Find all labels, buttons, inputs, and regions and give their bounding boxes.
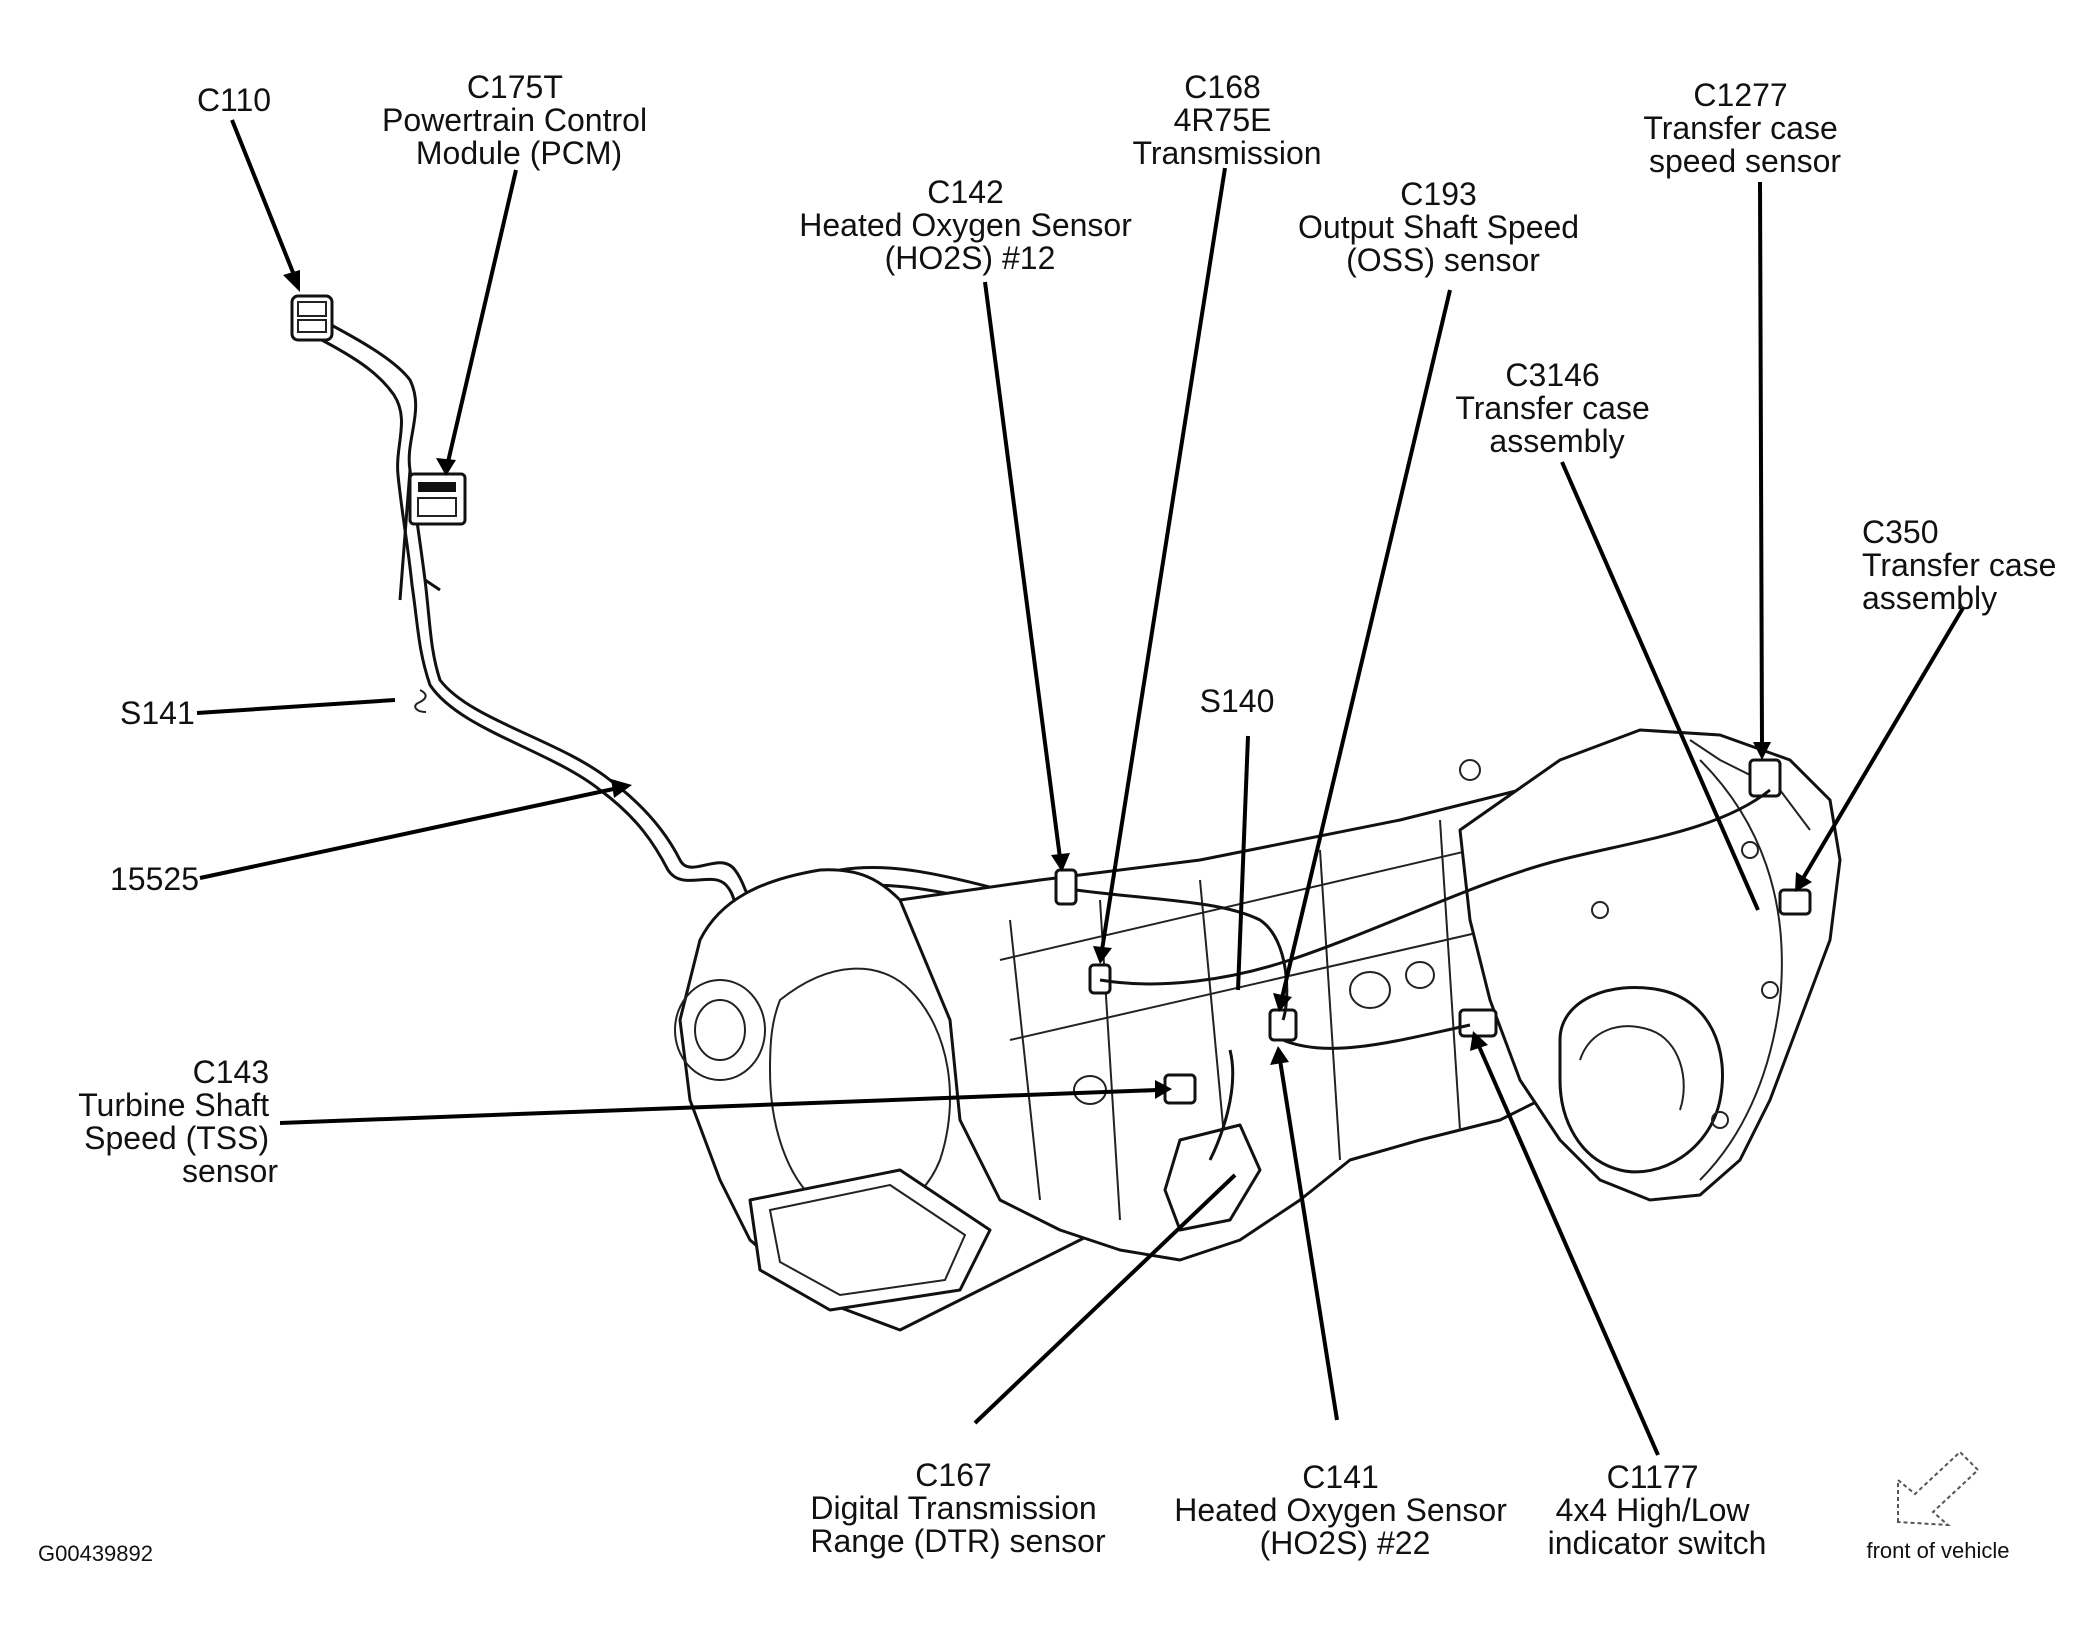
- label-c110: C110: [197, 82, 271, 118]
- front-of-vehicle-indicator: front of vehicle: [1866, 1450, 2010, 1563]
- label-c168: C168 4R75E Transmission: [1132, 69, 1321, 171]
- transmission-illustration: [290, 294, 1842, 1332]
- inline-connectors: [1054, 758, 1812, 1232]
- label-s141: S141: [120, 695, 195, 731]
- figure-id: G00439892: [38, 1541, 153, 1566]
- label-15525: 15525: [110, 861, 199, 897]
- transfer-case: [1458, 728, 1842, 1202]
- label-c193: C193 Output Shaft Speed (OSS) sensor: [1298, 176, 1588, 278]
- label-c350: C350 Transfer case assembly: [1862, 514, 2065, 616]
- label-c142: C142 Heated Oxygen Sensor (HO2S) #12: [799, 174, 1141, 276]
- front-arrow-icon: [1897, 1450, 1980, 1527]
- label-c167: C167 Digital Transmission Range (DTR) se…: [810, 1457, 1106, 1559]
- label-c1277: C1277 Transfer case speed sensor: [1643, 77, 1846, 179]
- label-c3146: C3146 Transfer case assembly: [1455, 357, 1658, 459]
- label-s140: S140: [1200, 683, 1275, 719]
- sensor-harness: [1075, 788, 1771, 1161]
- label-c175t: C175T Powertrain Control Module (PCM): [382, 69, 656, 171]
- front-of-vehicle-label: front of vehicle: [1866, 1538, 2009, 1563]
- label-c141: C141 Heated Oxygen Sensor (HO2S) #22: [1174, 1459, 1516, 1561]
- label-c143: C143 Turbine Shaft Speed (TSS) sensor: [78, 1054, 278, 1189]
- c110-connector: [290, 294, 334, 342]
- leader-lines: [196, 119, 1965, 1456]
- c175t-connector: [408, 472, 467, 526]
- label-c1177: C1177 4x4 High/Low indicator switch: [1548, 1459, 1767, 1561]
